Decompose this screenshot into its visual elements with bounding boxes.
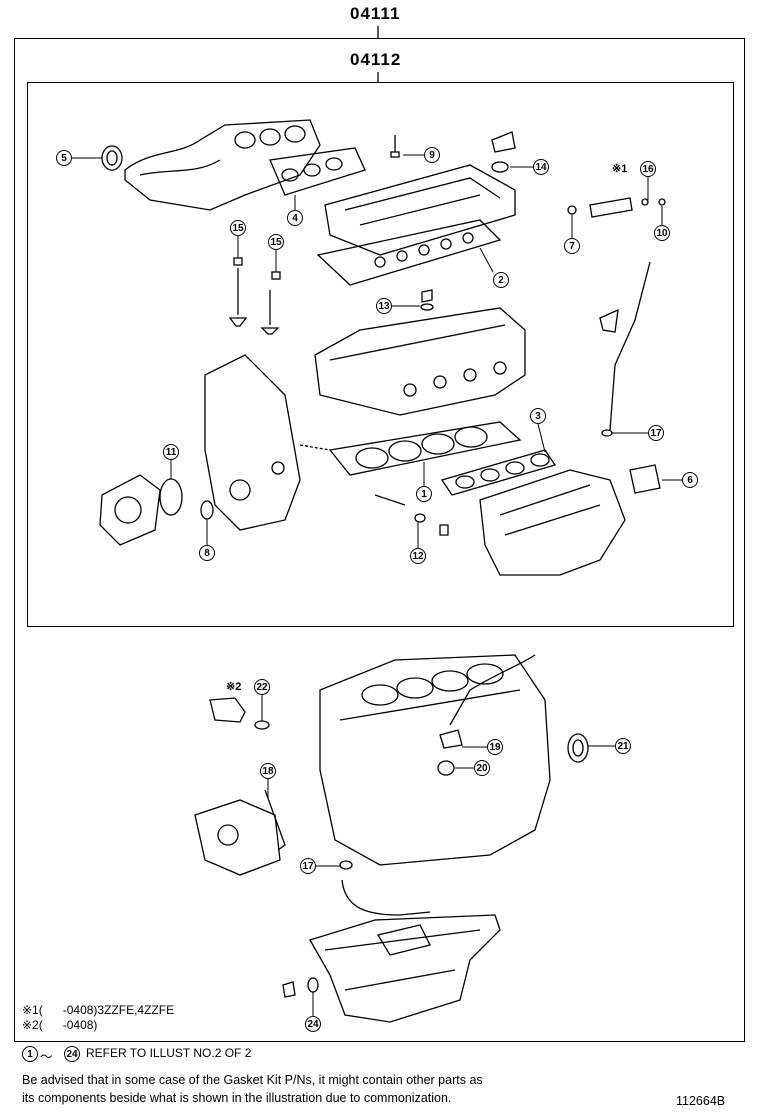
exhaust-manifold-drawing: [124, 119, 321, 211]
note-1: ※1( -0408)3ZZFE,4ZZFE: [22, 1003, 175, 1017]
head-gasket-drawing: [328, 421, 522, 476]
callout-7: 7: [564, 238, 580, 254]
water-pump-drawing: [99, 474, 161, 546]
callout-8: 8: [199, 545, 215, 561]
callout-14: 14: [533, 159, 549, 175]
seal-8-drawing: [200, 500, 214, 520]
intake-gasket-drawing: [440, 449, 557, 496]
mark-2: ※2: [226, 681, 242, 693]
o-ring-11-drawing: [159, 478, 183, 516]
callout-17: 16: [640, 161, 656, 177]
throttle-gasket-drawing: [629, 464, 661, 494]
callout-22: 21: [615, 738, 631, 754]
oil-seal-5-drawing: [101, 145, 123, 171]
callout-19: 18: [260, 763, 276, 779]
inner-kit-frame: [27, 82, 734, 627]
callout-9: 9: [424, 147, 440, 163]
outer-kit-frame: [14, 38, 745, 1042]
advice-line-2: its components beside what is shown in t…: [22, 1091, 452, 1105]
callout-6: 6: [682, 472, 698, 488]
callout-1: 1: [416, 486, 432, 502]
callout-13: 13: [376, 298, 392, 314]
note-2: ※2( -0408): [22, 1018, 98, 1032]
oil-filler-cap-drawing: [491, 131, 516, 153]
spark-plug-seals: [374, 232, 474, 268]
range-separator: ～: [40, 1050, 53, 1064]
callout-4: 4: [287, 210, 303, 226]
callout-2: 2: [493, 272, 509, 288]
range-start-callout: 1: [22, 1046, 38, 1062]
cylinder-head-drawing: [314, 307, 526, 416]
intake-manifold-drawing: [479, 469, 626, 576]
illustration-code: 112664B: [676, 1094, 726, 1108]
mark-1: ※1: [612, 163, 628, 175]
drain-washer-drawing: [307, 977, 319, 993]
oil-seal-22-drawing: [567, 733, 589, 763]
callout-5: 5: [56, 150, 72, 166]
exhaust-gasket-drawing: [269, 147, 366, 196]
range-end-callout: 24: [64, 1046, 80, 1062]
kit-outer-code: 04111: [350, 4, 401, 23]
callout-11: 11: [163, 444, 179, 460]
refer-text: REFER TO ILLUST NO.2 OF 2: [86, 1046, 252, 1060]
seal-21-drawing: [437, 760, 455, 776]
callout-15b: 15: [268, 234, 284, 250]
callout-21: 20: [474, 760, 490, 776]
advice-line-1: Be advised that in some case of the Gask…: [22, 1073, 483, 1087]
oil-tube-drawing: [449, 654, 536, 726]
kit-inner-code: 04112: [350, 50, 402, 69]
oil-strainer-drawing: [341, 879, 431, 916]
callout-23: 22: [254, 679, 270, 695]
head-cover-drawing: [324, 164, 516, 256]
cylinder-block-drawing: [319, 654, 551, 866]
callout-18: 17: [300, 858, 316, 874]
callout-15a: 15: [230, 220, 246, 236]
oil-pan-drawing: [309, 914, 501, 1023]
callout-10: 10: [654, 225, 670, 241]
callout-20: 19: [487, 739, 503, 755]
callout-16: 17: [648, 425, 664, 441]
dipstick-drawing: [609, 261, 651, 431]
callout-12: 12: [410, 548, 426, 564]
callout-24: 24: [305, 1016, 321, 1032]
oil-pump-drawing: [194, 799, 281, 876]
timing-cover-drawing: [204, 354, 301, 531]
callout-3: 3: [530, 408, 546, 424]
head-cover-gasket-drawing: [316, 219, 502, 286]
valves-drawing: [228, 257, 281, 335]
